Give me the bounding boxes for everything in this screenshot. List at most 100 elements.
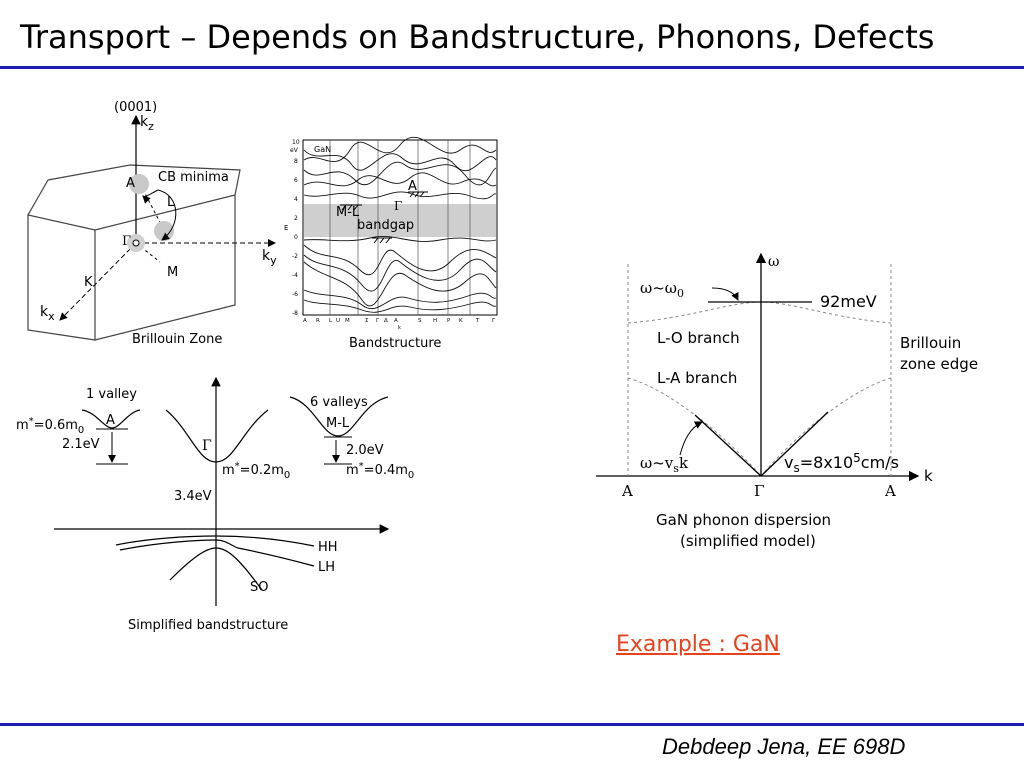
sb-ML-valley-curve xyxy=(289,396,389,437)
sb-SO-label: SO xyxy=(250,580,268,595)
sb-gamma-valley-curve xyxy=(165,409,269,463)
ph-gamma-label: Γ xyxy=(754,482,764,500)
ph-k-label: k xyxy=(924,467,933,485)
ph-sound-left xyxy=(694,414,762,477)
sb-eML-label: 2.0eV xyxy=(346,443,384,458)
bz-A-label: A xyxy=(126,176,135,191)
sb-mA-label: m*=0.6m0 xyxy=(16,416,84,436)
bs-x-tick: P xyxy=(447,318,451,324)
bz-direction-label: (0001) xyxy=(114,100,157,115)
bs-caption: Bandstructure xyxy=(349,336,441,351)
ph-caption-2: (simplified model) xyxy=(680,532,816,550)
bz-ky-label: ky xyxy=(262,248,277,267)
bs-gamma-label: Γ xyxy=(394,199,402,213)
bs-y-tick: 8 xyxy=(294,158,298,165)
bs-y-tick: 4 xyxy=(294,196,298,203)
ph-omega-vsk-label: ω~vsk xyxy=(640,454,689,475)
bs-x-tick: A xyxy=(394,318,398,324)
sb-ML-label: M-L xyxy=(326,416,350,431)
sb-mG-label: m*=0.2m0 xyxy=(222,461,290,481)
bs-x-tick: L xyxy=(329,318,333,324)
ph-bz-label-2: zone edge xyxy=(900,355,978,373)
sb-HH-curve xyxy=(115,535,315,547)
bs-k-axis-label: k xyxy=(398,325,401,331)
bs-x-tick: H xyxy=(433,318,437,324)
bs-y-tick: -6 xyxy=(292,291,298,298)
bz-right-edges xyxy=(94,195,236,341)
bs-y-tick: 2 xyxy=(294,215,298,222)
bs-x-tick: Σ xyxy=(365,318,369,324)
bs-x-tick: S xyxy=(418,318,422,324)
bs-x-tick: Γ xyxy=(492,318,496,324)
bs-x-tick: U xyxy=(336,318,340,324)
sb-A-label: A xyxy=(106,413,115,428)
bs-energy-axis-label: E xyxy=(284,224,288,232)
sb-caption: Simplified bandstructure xyxy=(128,618,288,633)
bs-bandgap-label: bandgap xyxy=(357,218,414,233)
footer-divider xyxy=(0,723,1024,726)
bz-kx-label: kx xyxy=(40,304,55,323)
ph-omega-label: ω xyxy=(768,254,779,270)
bs-y-tick: 10 xyxy=(292,139,300,146)
example-link[interactable]: Example : GaN xyxy=(616,632,780,657)
bs-x-tick: K xyxy=(459,318,463,324)
bz-K-label: K xyxy=(84,275,93,290)
ph-LO-label: L-O branch xyxy=(657,329,740,347)
bs-ML-label: M-L xyxy=(336,205,360,220)
bz-gamma-label: Γ xyxy=(122,234,131,249)
bs-x-ticks: A R L U M Σ Γ Δ A S H P K T Γ xyxy=(303,318,496,324)
phonon-dispersion-figure: ω k ω~ω0 92meV L-O branch L-A branch Bri… xyxy=(596,252,978,550)
bz-kx-axis xyxy=(59,242,137,321)
bs-unit-label: eV xyxy=(290,147,299,154)
footer-author: Debdeep Jena, EE 698D xyxy=(662,734,906,759)
bs-y-tick: -2 xyxy=(292,253,298,260)
bs-y-tick: -8 xyxy=(292,310,298,317)
bs-x-tick: M xyxy=(345,318,350,324)
sb-LH-curve xyxy=(119,539,315,567)
sb-LH-label: LH xyxy=(318,560,335,575)
ph-vsk-pointer xyxy=(679,421,703,456)
ph-left-A-label: A xyxy=(621,482,633,500)
slide-title: Transport – Depends on Bandstructure, Ph… xyxy=(20,18,935,56)
sb-gamma-label: Γ xyxy=(202,438,212,454)
bz-gamma-point xyxy=(132,239,140,247)
brillouin-zone-figure: (0001) kz ky kx CB minima A L Γ M K Bril… xyxy=(27,100,277,347)
bs-y-tick: -4 xyxy=(292,272,298,279)
ph-energy-label: 92meV xyxy=(820,292,877,311)
ph-LA-branch-left xyxy=(627,377,762,477)
ph-right-A-label: A xyxy=(884,482,896,500)
ph-omega0-label: ω~ω0 xyxy=(640,279,684,300)
bs-x-tick: T xyxy=(475,318,480,324)
bz-cb-minima-arrow xyxy=(157,189,177,241)
bz-A-valley-marker xyxy=(129,174,149,194)
ph-omega0-pointer xyxy=(711,287,739,301)
sb-HH-label: HH xyxy=(318,540,338,555)
bs-y-tick: 6 xyxy=(294,177,298,184)
bs-bandgap-band xyxy=(304,204,496,237)
ph-sound-right xyxy=(760,411,829,477)
bs-band-lines xyxy=(303,137,497,313)
bz-L-label: L xyxy=(167,195,175,210)
bs-material-label: GaN xyxy=(314,145,331,154)
bs-y-ticks: 10 8 6 4 2 0 -2 -4 -6 -8 xyxy=(292,139,300,317)
sb-six-valleys-label: 6 valleys xyxy=(310,395,368,410)
bs-hatch-marks xyxy=(340,191,428,244)
sb-SO-curve xyxy=(169,547,263,591)
bz-caption: Brillouin Zone xyxy=(132,332,222,347)
ph-bz-label-1: Brillouin xyxy=(900,334,961,352)
bz-cb-minima-label: CB minima xyxy=(158,170,229,185)
sb-one-valley-label: 1 valley xyxy=(86,387,137,402)
bs-x-tick: R xyxy=(316,318,320,324)
bs-A-label: A xyxy=(408,179,417,194)
bz-gamma-M-line xyxy=(135,242,161,263)
bs-y-tick: 0 xyxy=(294,234,298,241)
bs-x-tick: Δ xyxy=(384,318,388,324)
ph-caption-1: GaN phonon dispersion xyxy=(656,511,831,529)
simplified-bandstructure-figure: 1 valley 6 valleys A M-L Γ m*=0.6m0 2.1e… xyxy=(16,376,414,633)
ph-vs-label: vs=8x105cm/s xyxy=(784,451,899,475)
bandstructure-figure: 10 8 6 4 2 0 -2 -4 -6 -8 eV E GaN A R L … xyxy=(284,137,498,351)
ph-LA-label: L-A branch xyxy=(657,369,737,387)
sb-eA-label: 2.1eV xyxy=(62,437,100,452)
sb-mML-label: m*=0.4m0 xyxy=(346,461,414,481)
